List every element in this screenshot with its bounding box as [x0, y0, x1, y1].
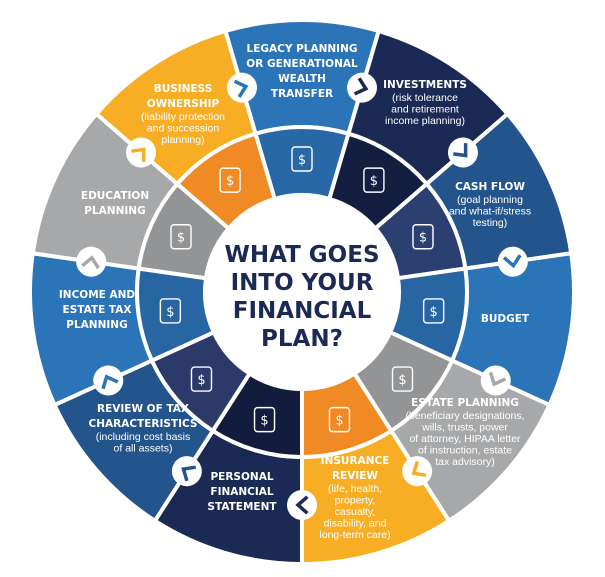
chevron-right-icon	[480, 365, 511, 396]
segment-subtitle: income planning)	[385, 115, 465, 127]
segment-subtitle: and retirement	[391, 104, 459, 116]
segment-title: ESTATE PLANNING	[411, 397, 519, 409]
segment-subtitle: (risk tolerance	[392, 92, 458, 104]
segment-subtitle: wills, trusts, power	[421, 422, 508, 434]
segment-subtitle: planning)	[161, 134, 204, 146]
segment-title: INVESTMENTS	[383, 79, 467, 91]
segment-subtitle: of all assets)	[114, 443, 173, 455]
segment-title: LEGACY PLANNING	[247, 43, 358, 55]
segment-title: CHARACTERISTICS	[89, 418, 198, 430]
svg-text:$: $	[335, 414, 343, 429]
briefcase-icon: $	[219, 167, 241, 193]
svg-text:$: $	[260, 414, 268, 429]
chevron-right-icon	[347, 72, 378, 103]
statement-icon: $	[253, 406, 276, 433]
svg-text:$: $	[419, 231, 427, 246]
segment-subtitle: and succession	[147, 123, 220, 135]
segment-title: INCOME AND	[59, 289, 136, 301]
center-title-line-2: INTO YOUR	[231, 270, 374, 296]
segment-subtitle: (goal planning	[457, 194, 523, 206]
money-bag-icon: $	[422, 298, 445, 324]
segment-subtitle: testing)	[473, 217, 507, 229]
chevron-right-icon	[171, 456, 202, 487]
segment-subtitle: (including cost basis	[96, 431, 191, 443]
svg-text:$: $	[197, 373, 205, 388]
segment-subtitle: and what-if/stress	[449, 206, 531, 218]
umbrella-icon: $	[328, 406, 351, 433]
center-title-line-1: WHAT GOES	[224, 242, 379, 268]
segment-subtitle: tax advisory)	[435, 456, 495, 468]
chevron-right-icon	[76, 246, 107, 277]
svg-text:$: $	[370, 174, 378, 189]
segment-title: EDUCATION	[81, 190, 149, 202]
segment-title: PERSONAL	[210, 471, 273, 483]
segment-title: PLANNING	[84, 205, 145, 217]
cash-icon: $	[412, 224, 434, 250]
segment-title: WEALTH	[278, 73, 326, 85]
segment-subtitle: long-term care)	[319, 529, 390, 541]
segment-income-estate-tax	[28, 251, 217, 408]
segment-education-planning	[30, 111, 232, 281]
segment-budget	[387, 251, 576, 408]
svg-text:$: $	[226, 174, 234, 189]
segment-title: BUSINESS	[154, 83, 213, 95]
segment-subtitle: property,	[335, 495, 376, 507]
chevron-right-icon	[126, 137, 157, 168]
segment-title: STATEMENT	[207, 501, 277, 513]
svg-text:$: $	[298, 153, 306, 168]
hand-dollar-icon: $	[363, 167, 385, 193]
segment-title: BUDGET	[481, 313, 530, 325]
tax-document-icon: $	[190, 366, 213, 392]
segment-subtitle: disability, and	[324, 518, 387, 530]
report-search-icon: $	[159, 298, 182, 324]
family-icon: $	[291, 146, 313, 172]
segment-title: INSURANCE	[321, 455, 390, 467]
center-title-line-3: FINANCIAL	[233, 298, 372, 324]
chevron-right-icon	[497, 246, 528, 277]
segment-title: REVIEW OF TAX	[97, 403, 189, 415]
svg-text:$: $	[177, 231, 185, 246]
svg-text:$: $	[398, 373, 406, 388]
house-dollar-icon: $	[391, 366, 414, 392]
chevron-right-icon	[447, 137, 478, 168]
segment-subtitle: of attorney, HIPAA letter	[409, 433, 521, 445]
segment-title: OR GENERATIONAL	[246, 58, 358, 70]
segment-subtitle: of instruction, estate	[418, 445, 512, 457]
segment-subtitle: (beneficiary designations,	[405, 410, 524, 422]
segment-title: CASH FLOW	[455, 181, 525, 193]
center-circle	[205, 195, 399, 389]
segment-title: PLANNING	[66, 319, 127, 331]
chevron-right-icon	[287, 490, 317, 520]
segment-title: TRANSFER	[271, 88, 333, 100]
segment-subtitle: (liability protection	[141, 111, 225, 123]
svg-text:$: $	[166, 305, 174, 320]
graduation-cap-icon: $	[170, 224, 192, 250]
segment-subtitle: casualty,	[335, 506, 376, 518]
segment-title: REVIEW	[332, 470, 378, 482]
segment-subtitle: (life, health,	[328, 483, 382, 495]
segment-cash-flow	[372, 111, 574, 281]
segment-title: FINANCIAL	[210, 486, 274, 498]
chevron-right-icon	[402, 456, 433, 487]
segment-title: OWNERSHIP	[147, 98, 220, 110]
center-title-line-4: PLAN?	[261, 326, 343, 352]
svg-text:$: $	[430, 305, 438, 320]
chevron-right-icon	[226, 72, 257, 103]
segment-title: ESTATE TAX	[63, 304, 132, 316]
chevron-right-icon	[93, 365, 124, 396]
